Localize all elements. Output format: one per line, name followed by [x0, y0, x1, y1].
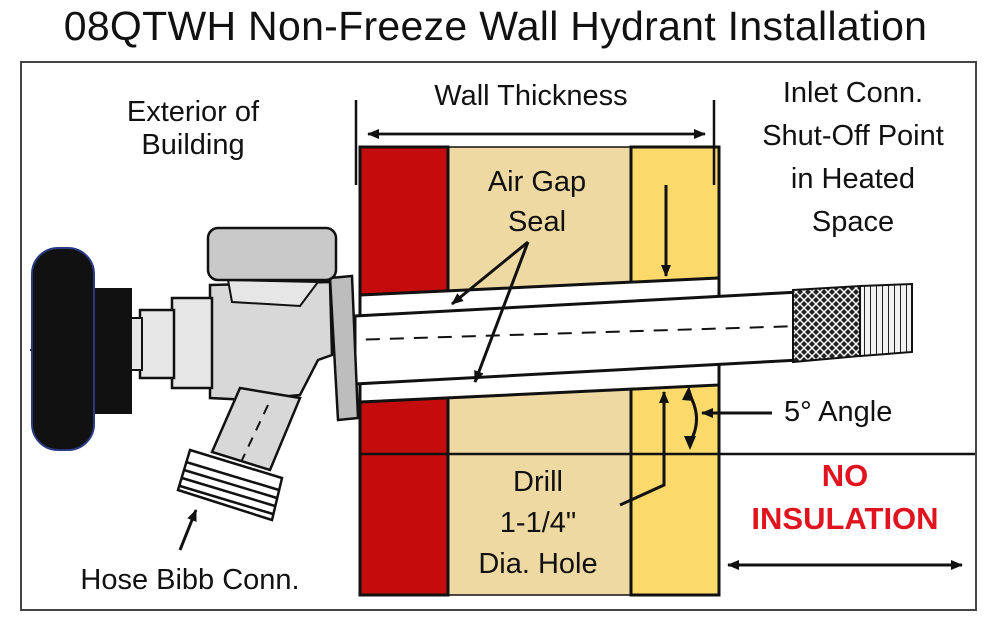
wall-thickness-label: Wall Thickness — [434, 80, 628, 112]
drill-label-line1: Drill — [513, 466, 563, 498]
drill-label-line3: Dia. Hole — [478, 548, 598, 580]
drill-label: Drill 1-1/4" Dia. Hole — [458, 462, 618, 585]
inlet-label-line3: in Heated — [790, 163, 916, 195]
diagram-frame — [20, 61, 977, 611]
inlet-label: Inlet Conn. Shut-Off Point in Heated Spa… — [728, 72, 978, 244]
drill-leader-arrow — [619, 391, 669, 507]
inlet-label-line2: Shut-Off Point — [762, 120, 944, 152]
inlet-label-line1: Inlet Conn. — [782, 77, 924, 109]
inlet-label-line4: Space — [811, 206, 895, 238]
drill-label-line2: 1-1/4" — [499, 507, 577, 539]
inlet-thread-icon — [859, 282, 913, 358]
air-gap-arrow-bottom — [473, 241, 530, 383]
air-gap-label: Air Gap Seal — [462, 162, 612, 242]
no-insulation-line2: INSULATION — [751, 501, 939, 536]
page-title: 08QTWH Non-Freeze Wall Hydrant Installat… — [63, 3, 928, 49]
no-insulation-label: NO INSULATION — [730, 454, 960, 540]
exterior-label-line1: Exterior of — [126, 96, 260, 128]
angle-label: 5° Angle — [784, 396, 893, 428]
air-gap-label-line1: Air Gap — [487, 166, 587, 198]
valve-body — [208, 280, 334, 402]
air-gap-label-line2: Seal — [507, 206, 567, 238]
no-insulation-line1: NO — [821, 458, 869, 493]
air-gap-arrow-top — [451, 240, 529, 306]
hose-bibb-label: Hose Bibb Conn. — [80, 564, 300, 596]
hose-thread-icon — [176, 448, 284, 522]
hose-bibb-arrow — [178, 509, 198, 551]
inlet-mesh — [792, 284, 861, 364]
exterior-label: Exterior of Building — [98, 96, 288, 162]
packing-nut — [170, 296, 214, 390]
mounting-flange — [328, 274, 360, 422]
bonnet-cap — [206, 226, 338, 282]
handle-hub — [92, 288, 132, 414]
handle-wheel — [31, 247, 95, 451]
exterior-label-line2: Building — [141, 129, 245, 161]
